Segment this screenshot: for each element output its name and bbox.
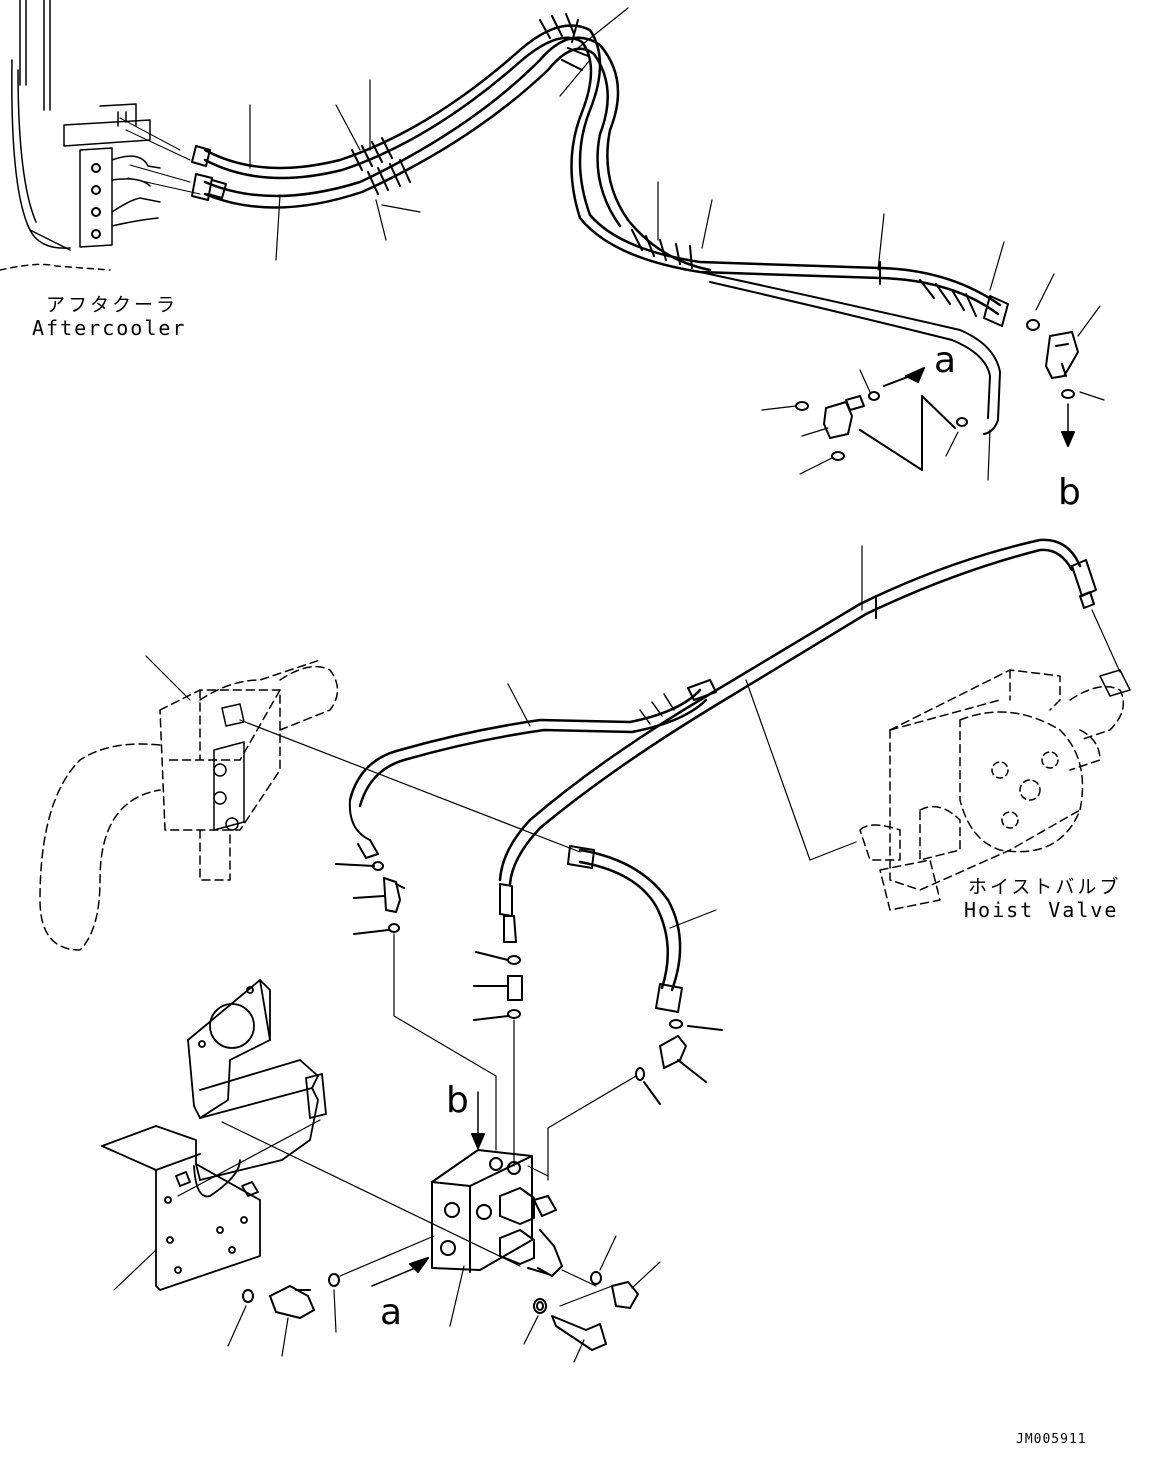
hoist-valve-label-en: Hoist Valve [964,898,1119,922]
lower-small-parts [113,1165,661,1363]
hoist-hose [498,538,1121,943]
valve-block [371,1091,563,1287]
leader-lines-middle [145,545,863,929]
callout-a-top: a [934,340,957,381]
aftercooler-label-jp: アフタクーラ [46,294,179,316]
callout-b-top: b [1058,472,1081,513]
middle-hose [348,679,717,1013]
callout-a-block: a [380,1292,403,1333]
hoist-valve [859,669,1131,911]
drawing-code: JM005911 [1016,1432,1087,1447]
callout-b-block: b [446,1080,469,1121]
mounting-bracket [101,979,521,1291]
lower-fittings [335,861,723,1181]
frame-tube [39,659,339,951]
hoist-valve-label-jp: ホイストバルブ [968,876,1122,898]
aftercooler-assembly [0,0,201,271]
aftercooler-label-en: Aftercooler [32,316,187,340]
leader-lines-top [249,7,1105,481]
upper-hose-pair [191,13,1009,435]
upper-right-fittings [795,319,1079,471]
